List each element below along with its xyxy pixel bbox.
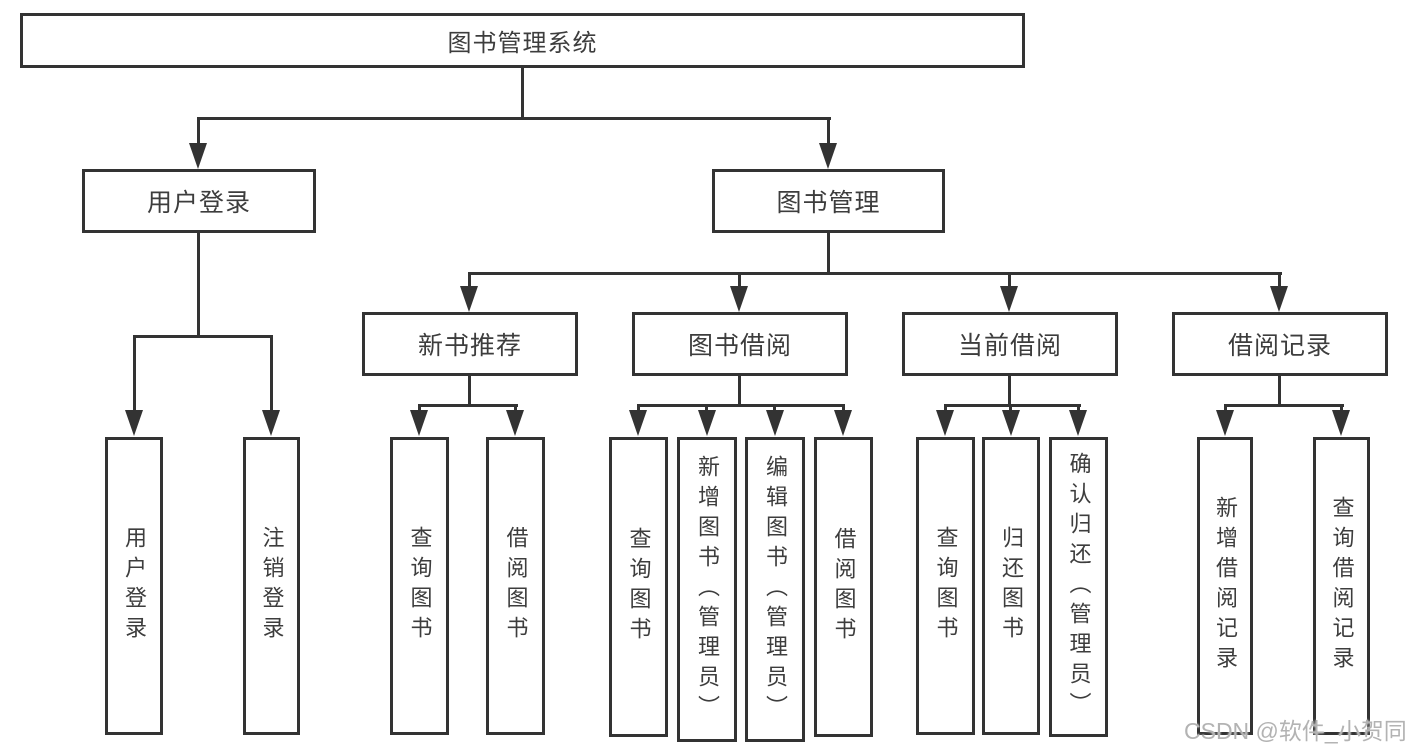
arrowhead bbox=[819, 143, 837, 169]
edge-stub bbox=[637, 404, 640, 413]
edge-root-feed bbox=[521, 66, 524, 119]
edge-stub bbox=[842, 404, 845, 413]
leaf-query-books-borrow: 查询图书 bbox=[609, 437, 668, 737]
arrowhead bbox=[506, 410, 524, 436]
leaf-add-borrow-record: 新增借阅记录 bbox=[1197, 437, 1253, 735]
edge-records-h bbox=[1224, 404, 1344, 407]
leaf-borrow-books-borrow: 借阅图书 bbox=[814, 437, 873, 737]
edge-borrow-h bbox=[637, 404, 845, 407]
leaf-confirm-return-admin: 确认归还（管理员） bbox=[1049, 437, 1108, 737]
edge-stub bbox=[1009, 404, 1012, 413]
edge-stub bbox=[827, 117, 830, 145]
leaf-user-login: 用户登录 bbox=[105, 437, 163, 735]
leaf-add-book-admin: 新增图书（管理员） bbox=[677, 437, 737, 742]
arrowhead bbox=[189, 143, 207, 169]
edge-stub bbox=[270, 335, 273, 412]
edge-stub bbox=[197, 117, 200, 145]
leaf-query-borrow-record: 查询借阅记录 bbox=[1313, 437, 1370, 735]
leaf-query-books-current: 查询图书 bbox=[916, 437, 975, 735]
edge-current-feed bbox=[1008, 374, 1011, 406]
edge-borrow-feed bbox=[738, 374, 741, 406]
arrowhead bbox=[936, 410, 954, 436]
node-borrow-records: 借阅记录 bbox=[1172, 312, 1388, 376]
leaf-query-books-recommend: 查询图书 bbox=[390, 437, 449, 735]
node-book-borrow: 图书借阅 bbox=[632, 312, 848, 376]
edge-bookmgmt-feed bbox=[827, 231, 830, 274]
edge-stub bbox=[1340, 404, 1343, 413]
edge-stub bbox=[944, 404, 947, 413]
edge-stub bbox=[514, 404, 517, 413]
node-user-login: 用户登录 bbox=[82, 169, 316, 233]
edge-userlogin-h bbox=[133, 335, 273, 338]
node-new-book-recommend: 新书推荐 bbox=[362, 312, 578, 376]
arrowhead bbox=[1332, 410, 1350, 436]
edge-stub bbox=[1008, 272, 1011, 288]
node-current-borrow: 当前借阅 bbox=[902, 312, 1118, 376]
edge-stub bbox=[133, 335, 136, 412]
arrowhead bbox=[1270, 286, 1288, 312]
edge-stub bbox=[705, 404, 708, 413]
leaf-borrow-books-recommend: 借阅图书 bbox=[486, 437, 545, 735]
leaf-edit-book-admin: 编辑图书（管理员） bbox=[745, 437, 805, 742]
edge-stub bbox=[1077, 404, 1080, 413]
leaf-logout: 注销登录 bbox=[243, 437, 300, 735]
arrowhead bbox=[766, 410, 784, 436]
leaf-return-book: 归还图书 bbox=[982, 437, 1040, 735]
edge-stub bbox=[418, 404, 421, 413]
edge-stub bbox=[1278, 272, 1281, 288]
edge-userlogin-feed bbox=[197, 231, 200, 337]
arrowhead bbox=[1002, 410, 1020, 436]
arrowhead bbox=[629, 410, 647, 436]
arrowhead bbox=[1000, 286, 1018, 312]
arrowhead bbox=[460, 286, 478, 312]
edge-records-feed bbox=[1278, 374, 1281, 406]
edge-level2-h bbox=[468, 272, 1282, 275]
arrowhead bbox=[410, 410, 428, 436]
arrowhead bbox=[1069, 410, 1087, 436]
arrowhead bbox=[730, 286, 748, 312]
node-book-management: 图书管理 bbox=[712, 169, 945, 233]
edge-stub bbox=[1224, 404, 1227, 413]
node-library-system: 图书管理系统 bbox=[20, 13, 1025, 68]
arrowhead bbox=[1216, 410, 1234, 436]
arrowhead bbox=[125, 410, 143, 436]
edge-level1-h bbox=[197, 117, 831, 120]
edge-newbook-h bbox=[418, 404, 518, 407]
arrowhead bbox=[698, 410, 716, 436]
arrowhead bbox=[834, 410, 852, 436]
edge-stub bbox=[773, 404, 776, 413]
edge-stub bbox=[468, 272, 471, 288]
edge-stub bbox=[738, 272, 741, 288]
arrowhead bbox=[262, 410, 280, 436]
watermark: CSDN @软件_小贺同学 bbox=[1184, 718, 1405, 744]
edge-newbook-feed bbox=[468, 374, 471, 406]
edge-current-h bbox=[944, 404, 1081, 407]
